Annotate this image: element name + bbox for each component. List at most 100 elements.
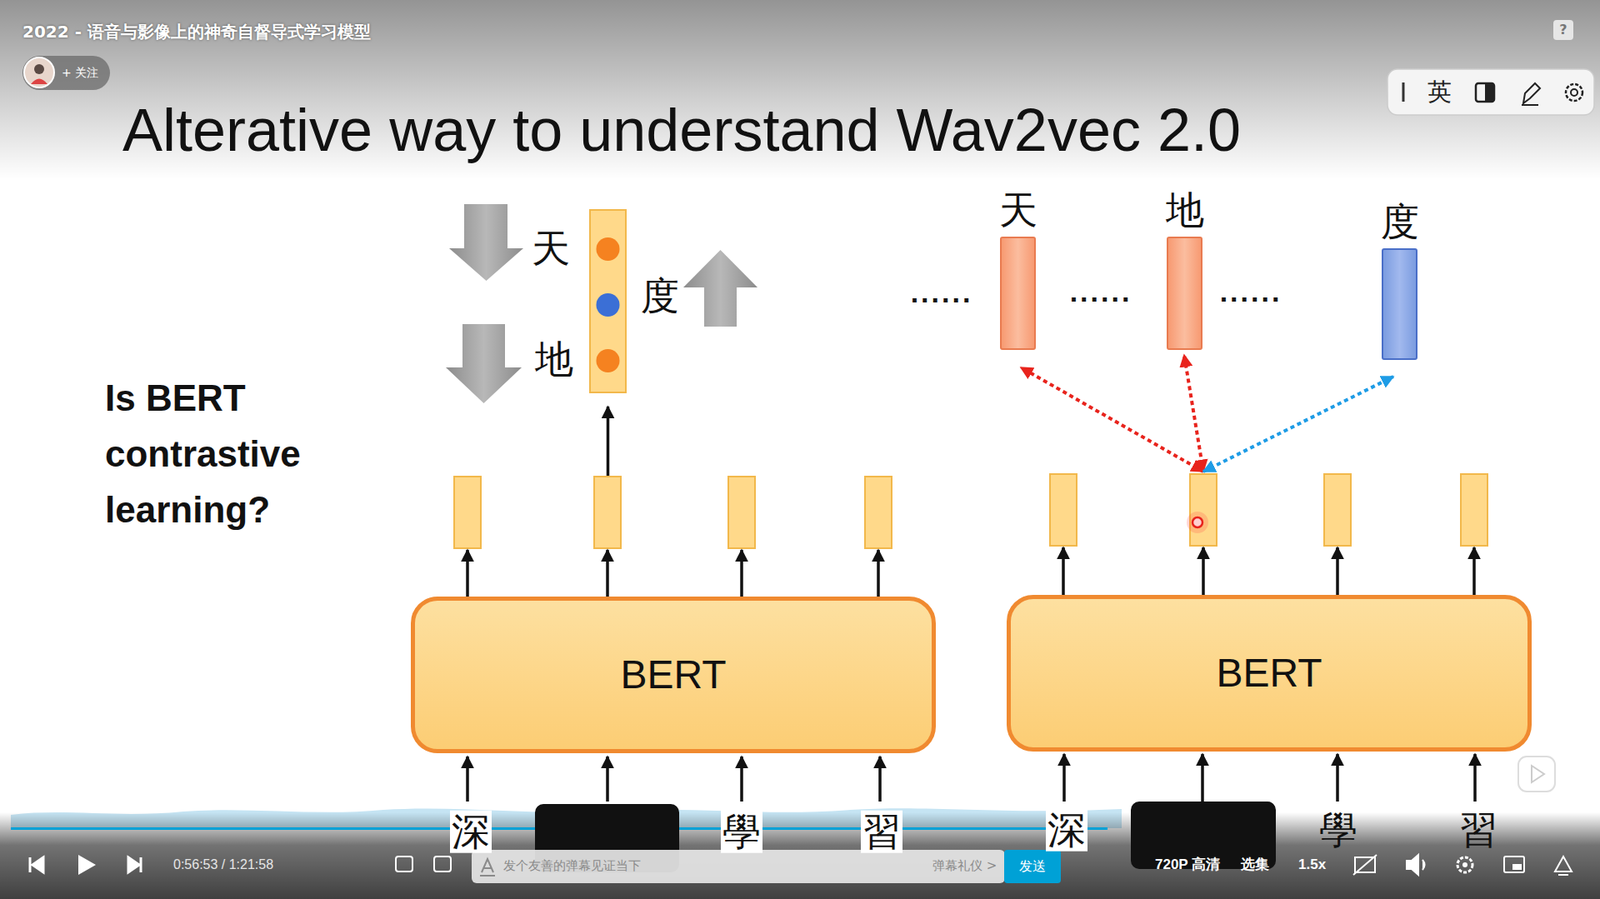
help-icon: ? — [1559, 22, 1567, 38]
node-text: BERT — [620, 653, 726, 698]
vector-bar: 地 — [1166, 236, 1203, 350]
vector-dot — [596, 349, 620, 373]
arrow — [1473, 754, 1477, 802]
send-label: 发送 — [1019, 859, 1046, 875]
token-label: 天 — [531, 226, 570, 271]
arrow — [605, 550, 610, 597]
node-text: 地 — [1165, 189, 1205, 232]
arrow — [1472, 547, 1476, 595]
speed-button: 1.5x — [1298, 856, 1326, 874]
fullscreen-icon — [1555, 856, 1572, 875]
gear-icon — [1570, 89, 1578, 96]
arrow — [1335, 547, 1340, 595]
arrow — [1062, 754, 1066, 802]
follow-pill — [22, 55, 110, 90]
danmaku-setting-icon — [434, 856, 451, 872]
node-text: BERT — [1215, 651, 1322, 696]
arrow — [878, 756, 882, 802]
output-vector — [1324, 474, 1351, 546]
arrow — [876, 550, 880, 597]
input-placeholder: 发个友善的弹幕见证当下 — [503, 859, 641, 874]
ellipsis: ...... — [910, 276, 974, 310]
token-label: 地 — [535, 337, 574, 382]
avatar — [24, 57, 55, 88]
quality-button: 720P 高清 — [1155, 856, 1220, 874]
arrow — [1061, 547, 1065, 595]
dotted-arrow — [1020, 367, 1204, 472]
subtitle-icon — [1353, 855, 1377, 875]
question-text: Is BERT contrastive learning? — [105, 370, 380, 538]
danmaku-icon — [395, 856, 413, 872]
bert-box: BERT — [410, 596, 936, 754]
output-vector — [1050, 474, 1077, 546]
avatar-body — [30, 79, 48, 85]
output-vector — [1190, 474, 1217, 546]
top-shade — [0, 0, 1600, 180]
vector-bar — [590, 210, 626, 393]
bottom-shade — [0, 812, 1600, 899]
arrow — [740, 756, 744, 802]
arrow — [1335, 754, 1340, 802]
ellipsis: ...... — [1220, 275, 1283, 309]
toolbar-handle — [1402, 82, 1405, 102]
prev-icon — [30, 857, 44, 873]
arrow — [606, 406, 610, 477]
input-token: 學 — [720, 810, 763, 854]
arrow — [1201, 547, 1205, 595]
input-token: 習 — [860, 810, 903, 854]
volume-icon — [1406, 855, 1425, 875]
pip-icon — [1504, 856, 1525, 873]
dotted-arrow — [1184, 355, 1204, 472]
arrow — [1200, 754, 1205, 802]
play-icon — [78, 855, 96, 875]
replay-icon — [1531, 765, 1545, 783]
arrow — [465, 756, 470, 802]
grey-down-arrow — [445, 324, 522, 404]
node-text: 度 — [1380, 200, 1420, 244]
pen-icon — [1521, 83, 1540, 105]
grey-down-arrow — [449, 204, 524, 281]
output-vector — [728, 476, 755, 549]
vector-bar: 天 — [1000, 236, 1036, 350]
danmaku-input — [471, 850, 1005, 884]
time-display: 0:56:53 / 1:21:58 — [173, 857, 274, 873]
bert-box: BERT — [1006, 595, 1532, 752]
vector-dot — [596, 237, 620, 261]
input-token: 學 — [1319, 808, 1358, 853]
cursor-dot — [1192, 517, 1203, 528]
settings-icon — [1457, 857, 1473, 873]
settings-icon — [1462, 862, 1468, 868]
help-box — [1553, 20, 1574, 40]
pip-icon — [1512, 864, 1522, 870]
next-icon — [128, 857, 141, 873]
token-label: 度 — [640, 274, 680, 319]
grey-up-arrow — [683, 250, 758, 327]
arrow — [605, 756, 610, 802]
vector-bar: 度 — [1381, 248, 1418, 360]
input-token: 深 — [1045, 809, 1088, 852]
language-toggle: 英 — [1427, 78, 1452, 106]
cursor-glow — [1186, 511, 1209, 534]
split-icon — [1475, 83, 1495, 102]
etiquette-link: 弹幕礼仪 > — [932, 859, 997, 874]
arrow — [740, 550, 744, 597]
node-text: 天 — [999, 189, 1038, 232]
output-vector — [454, 476, 481, 549]
episodes-button: 选集 — [1240, 856, 1270, 874]
output-vector — [1460, 474, 1488, 546]
follow-button: + 关注 — [61, 65, 99, 80]
ellipsis: ...... — [1070, 275, 1133, 309]
gear-icon — [1565, 84, 1583, 101]
text-style-icon — [480, 859, 495, 876]
input-token: 深 — [450, 810, 492, 854]
video-title: 2022 - 语音与影像上的神奇自督导式学习模型 — [22, 22, 371, 42]
replay-button — [1518, 756, 1555, 792]
output-vector — [865, 476, 892, 549]
send-button — [1004, 850, 1061, 884]
split-icon — [1485, 83, 1495, 102]
output-vector — [594, 476, 621, 549]
avatar-head — [34, 64, 45, 75]
slide-title: Alterative way to understand Wav2vec 2.0 — [122, 97, 1241, 164]
vector-dot — [596, 293, 620, 317]
